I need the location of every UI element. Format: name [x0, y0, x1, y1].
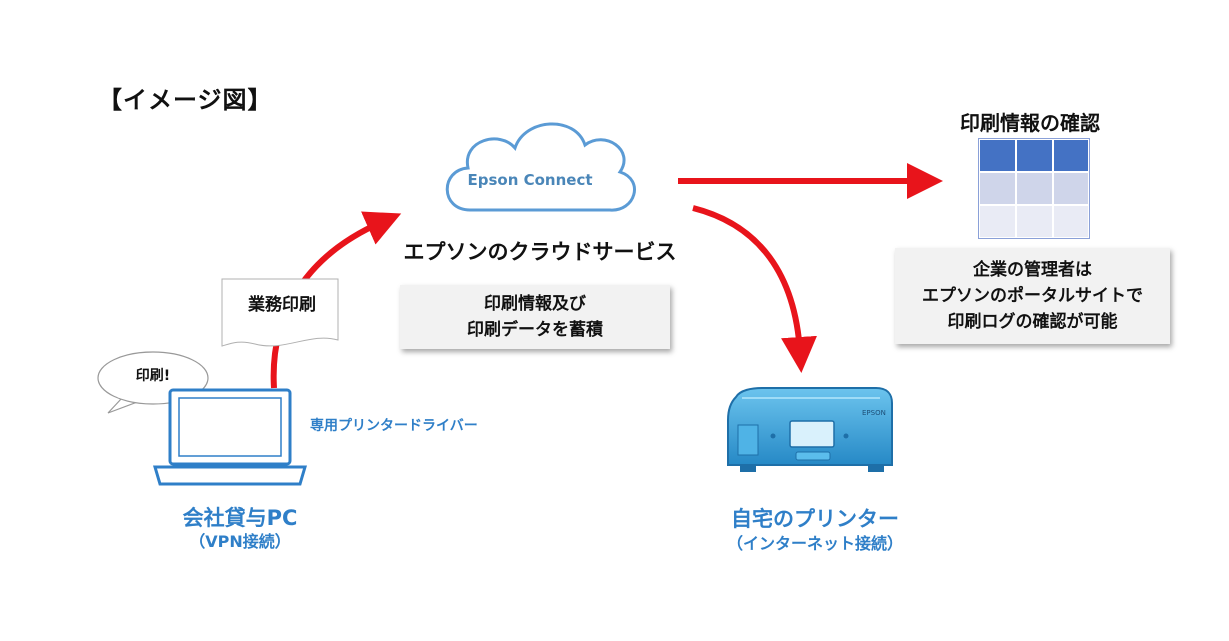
admin-note-box: 企業の管理者は エプソンのポータルサイトで 印刷ログの確認が可能 — [895, 248, 1170, 344]
cloud-note-line: 印刷情報及び — [484, 294, 586, 314]
admin-note-line: エプソンのポータルサイトで — [922, 286, 1143, 306]
cloud-icon — [445, 122, 636, 212]
document-icon — [221, 278, 339, 347]
arrow-cloud-to-printer — [692, 205, 817, 373]
laptop-icon — [152, 388, 308, 486]
page-title: 【イメージ図】 — [98, 86, 273, 114]
cloud-note-line: 印刷データを蓄積 — [467, 320, 603, 340]
cloud-note-box: 印刷情報及び 印刷データを蓄積 — [400, 285, 670, 349]
log-table-icon — [978, 138, 1090, 239]
printer-subtitle: （インターネット接続） — [726, 534, 903, 553]
svg-text:EPSON: EPSON — [862, 409, 886, 417]
log-table-cell — [979, 139, 1016, 172]
pc-subtitle: （VPN接続） — [189, 532, 291, 551]
log-table-cell — [1053, 205, 1089, 238]
log-table-cell — [1053, 139, 1089, 172]
pc-title: 会社貸与PC — [182, 506, 298, 530]
log-table-cell — [979, 205, 1016, 238]
cloud-service-label: Epson Connect — [467, 171, 593, 189]
log-table-cell — [1053, 172, 1089, 205]
log-table-cell — [1016, 205, 1053, 238]
bubble-text: 印刷! — [135, 368, 171, 384]
admin-note-line: 印刷ログの確認が可能 — [947, 312, 1118, 332]
admin-note-line: 企業の管理者は — [973, 260, 1092, 280]
cloud-caption: エプソンのクラウドサービス — [403, 240, 677, 264]
document-label: 業務印刷 — [248, 295, 316, 315]
printer-title: 自宅のプリンター — [731, 507, 899, 531]
printer-icon: EPSON — [727, 387, 893, 472]
log-table-cell — [1016, 172, 1053, 205]
driver-label: 専用プリンタードライバー — [310, 418, 478, 434]
log-table-cell — [979, 172, 1016, 205]
log-title: 印刷情報の確認 — [960, 111, 1100, 135]
log-table-cell — [1016, 139, 1053, 172]
